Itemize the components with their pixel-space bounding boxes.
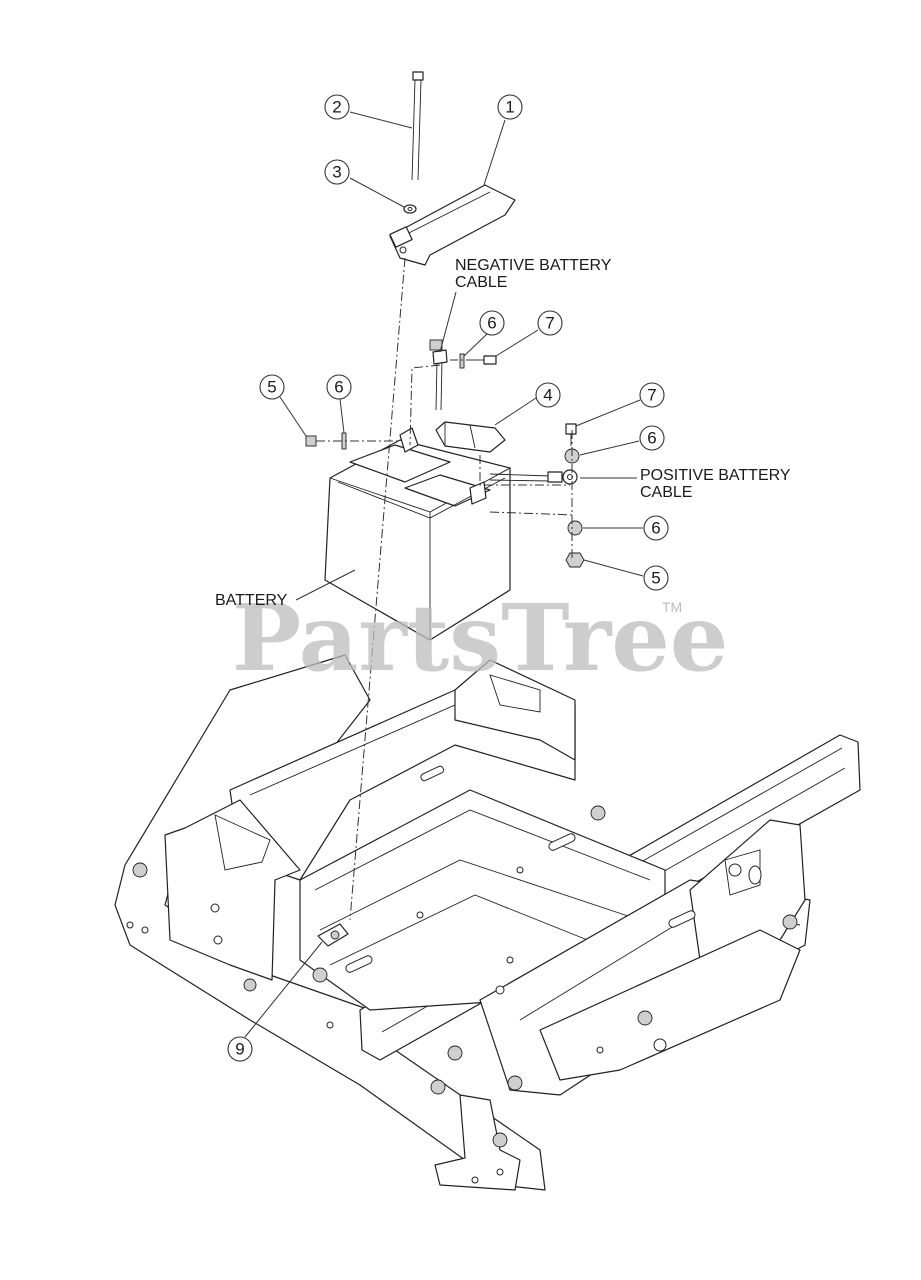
callout-number-5-left: 5 — [267, 378, 276, 397]
callout-bubble-7-right — [639, 382, 665, 408]
callout-number-7-right: 7 — [647, 386, 656, 405]
watermark-text: PartsTree — [232, 584, 728, 692]
j-bolt — [411, 71, 424, 181]
callout-bubble-5-right — [643, 565, 669, 591]
callout-number-9: 9 — [235, 1040, 244, 1059]
callout-bubble-6-right-upper — [639, 425, 665, 451]
callout-number-6-top: 6 — [487, 314, 496, 333]
callout-bubble-3 — [324, 159, 350, 185]
callout-number-4: 4 — [543, 386, 552, 405]
negative-battery-cable — [429, 339, 448, 411]
mower-frame — [114, 654, 861, 1191]
callout-number-6-right-lower: 6 — [651, 519, 660, 538]
callout-bubble-6-right-lower — [643, 515, 669, 541]
callout-bubble-4 — [535, 382, 561, 408]
hardware — [305, 353, 585, 947]
callout-bubble-6-left — [326, 374, 352, 400]
negative-cable-label-line2: CABLE — [455, 274, 507, 291]
positive-cable-label-line2: CABLE — [640, 484, 692, 501]
callout-number-6-left: 6 — [334, 378, 343, 397]
callout-number-7-top: 7 — [545, 314, 554, 333]
callout-number-6-right-upper: 6 — [647, 429, 656, 448]
callout-bubble-7-top — [537, 310, 563, 336]
callout-number-5-right: 5 — [651, 569, 660, 588]
callout-number-1: 1 — [505, 98, 514, 117]
callout-bubble-5-left — [259, 374, 285, 400]
callout-bubble-6-top — [479, 310, 505, 336]
positive-battery-cable — [489, 469, 578, 485]
terminal-cover — [435, 421, 506, 453]
hold-down-bracket — [389, 184, 516, 266]
callout-bubble-2 — [324, 94, 350, 120]
callout-bubble-1 — [497, 94, 523, 120]
callout-number-2: 2 — [332, 98, 341, 117]
positive-cable-label-line1: POSITIVE BATTERY — [640, 467, 791, 484]
battery — [324, 439, 511, 641]
assembly-lines — [316, 257, 576, 921]
battery-label: BATTERY — [215, 592, 288, 609]
watermark-trademark: TM — [662, 599, 682, 615]
negative-cable-label-line1: NEGATIVE BATTERY — [455, 257, 612, 274]
washer — [403, 204, 417, 214]
callout-number-3: 3 — [332, 163, 341, 182]
callout-bubble-9 — [227, 1036, 253, 1062]
